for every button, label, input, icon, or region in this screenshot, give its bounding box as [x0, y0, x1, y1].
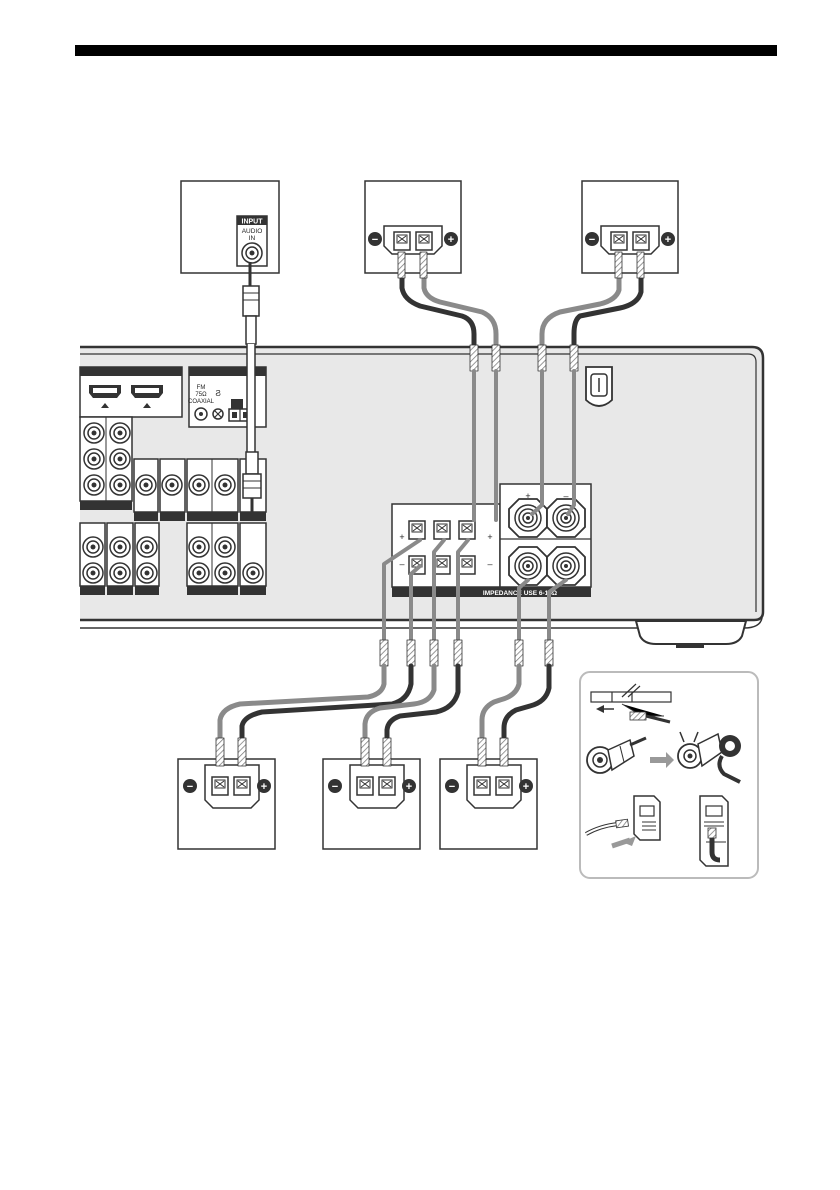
plus-symbol: +	[448, 234, 454, 246]
receiver-foot	[636, 621, 746, 644]
subwoofer-out-jack	[243, 563, 263, 583]
subwoofer-in-label: IN	[249, 235, 256, 242]
wiring-instructions-inset	[580, 672, 758, 878]
plus-symbol: +	[406, 781, 412, 793]
hdmi-section	[80, 367, 182, 417]
clip-plus-sign-2: +	[487, 532, 492, 542]
fm-impedance-label: 75Ω	[195, 392, 207, 398]
ac-cord-outlet	[586, 367, 612, 406]
clip-plus-sign-1: +	[399, 532, 404, 542]
video-input-block	[80, 417, 132, 510]
plus-symbol: +	[665, 234, 671, 246]
minus-symbol: −	[372, 234, 378, 246]
subwoofer-audio-in-jack	[242, 243, 262, 263]
speaker-surround-right-box: − +	[323, 759, 420, 849]
audio-input-block-c	[187, 459, 238, 521]
plus-symbol: +	[261, 781, 267, 793]
minus-symbol: −	[332, 781, 338, 793]
minus-symbol: −	[589, 234, 595, 246]
fm-coaxial-label: COAXIAL	[188, 399, 215, 405]
header-rule	[75, 45, 777, 56]
front-left-minus-post	[547, 499, 585, 537]
fm-label: FM	[197, 385, 206, 391]
speaker-front-right-box: − +	[582, 181, 678, 273]
speaker-front-left-box: − +	[440, 759, 537, 849]
clip-minus-sign-2: –	[487, 559, 492, 569]
plus-symbol: +	[523, 781, 529, 793]
speaker-center-box: − +	[365, 181, 461, 273]
subwoofer-audio-label: AUDIO	[242, 228, 263, 235]
speaker-surround-left-box: − +	[178, 759, 275, 849]
antenna-symbol: Ϩ	[215, 389, 221, 398]
clip-minus-sign-1: –	[399, 559, 404, 569]
audio-input-block-a	[134, 459, 158, 521]
minus-symbol: −	[187, 781, 193, 793]
minus-symbol: −	[449, 781, 455, 793]
subwoofer-input-box: INPUT AUDIO IN	[181, 181, 279, 273]
subwoofer-input-label: INPUT	[242, 219, 264, 226]
audio-input-block-b	[160, 459, 185, 521]
